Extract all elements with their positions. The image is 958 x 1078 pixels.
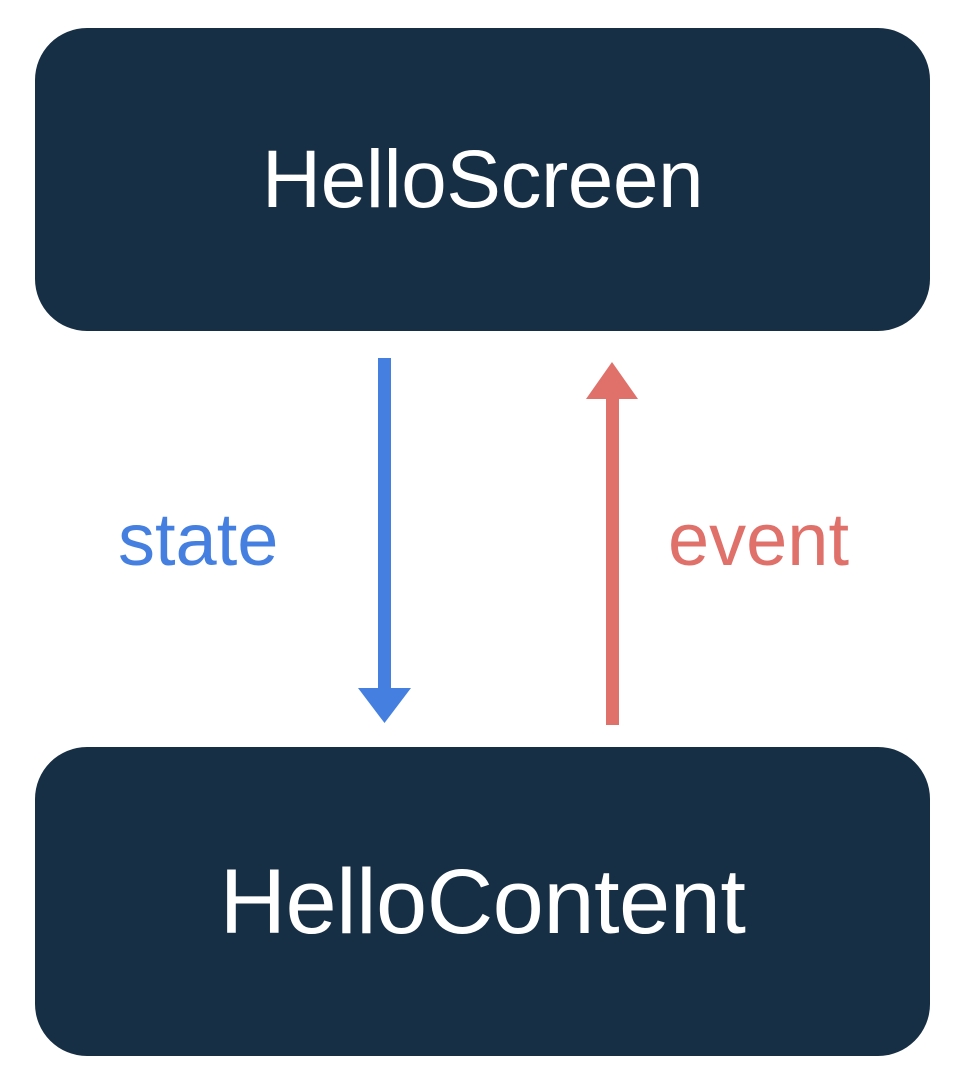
node-hello-content-label: HelloContent xyxy=(219,850,746,953)
node-hello-content[interactable]: HelloContent xyxy=(35,747,930,1056)
state-arrow xyxy=(358,358,411,723)
edge-label-event: event xyxy=(668,498,850,581)
node-hello-screen-label: HelloScreen xyxy=(261,133,704,225)
edge-label-state: state xyxy=(118,498,279,581)
event-arrow xyxy=(586,362,638,725)
node-hello-screen[interactable]: HelloScreen xyxy=(35,28,930,331)
